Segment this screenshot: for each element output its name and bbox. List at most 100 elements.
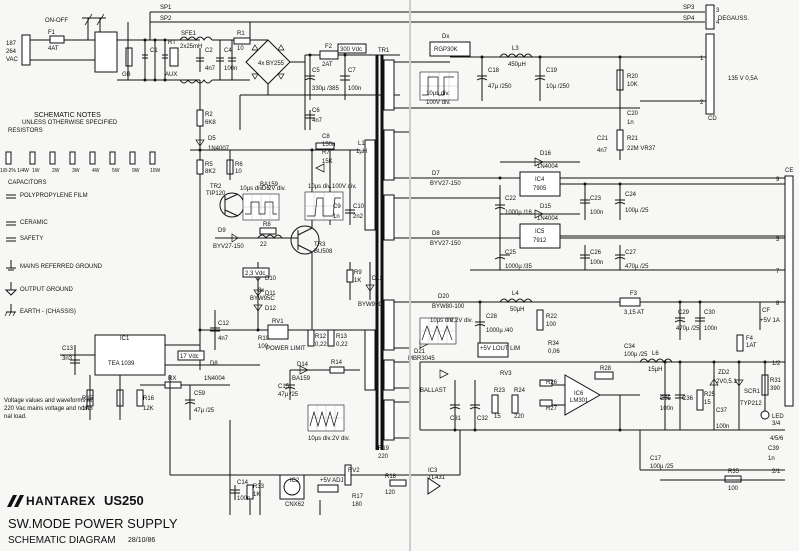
label-d16: D16 bbox=[540, 151, 552, 157]
label-r26: R26 bbox=[546, 380, 558, 386]
osc2-line1: 10µs div. bbox=[308, 184, 332, 190]
label-c27-value: 470µ /25 bbox=[625, 264, 649, 270]
label-d13: D13 bbox=[372, 276, 384, 282]
label-tr2-part: TIP120 bbox=[206, 191, 226, 197]
label-r12: R12 bbox=[315, 334, 327, 340]
label-sp4: SP4 bbox=[683, 16, 695, 22]
label-tr3: TR3 bbox=[314, 242, 326, 248]
label-r28: R28 bbox=[600, 366, 612, 372]
osc4-line1: 10µs div. bbox=[430, 318, 454, 324]
label-c14-value: 100n bbox=[237, 496, 250, 502]
label-ballast: BALLAST bbox=[420, 388, 447, 394]
label-c22-value: 1000µ /16 bbox=[505, 210, 532, 216]
tag-300vdc-box bbox=[337, 43, 367, 54]
label-l1-value: 1µH bbox=[356, 149, 367, 155]
label-limit: +5V LOUT LIM bbox=[480, 346, 520, 352]
notes-capacitors: CAPACITORS bbox=[8, 180, 47, 186]
label-tr3-part: BU508 bbox=[314, 249, 333, 255]
label-cf-value: +5V 1A bbox=[760, 318, 780, 324]
label-power-limit: POWER LIMIT bbox=[266, 346, 306, 352]
label-c59: C59 bbox=[194, 391, 206, 397]
label-rv2: RV2 bbox=[348, 468, 360, 474]
osc3-line2: 100V div. bbox=[426, 100, 451, 106]
label-c21: C21 bbox=[597, 136, 609, 142]
label-f4-value: 1AT bbox=[746, 343, 757, 349]
label-sfe-value: 2x25mH bbox=[180, 44, 202, 50]
label-d8b: D8 bbox=[210, 361, 218, 367]
label-r20-value: 10K bbox=[627, 82, 638, 88]
label-d9-part: BYV27-150 bbox=[213, 244, 244, 250]
model-name: US250 bbox=[104, 493, 144, 508]
label-ic1: IC1 bbox=[120, 336, 130, 342]
label-d8-part: BYV27-150 bbox=[430, 241, 461, 247]
label-rv3: RV3 bbox=[500, 371, 512, 377]
osc2-line2: 100V div. bbox=[332, 184, 357, 190]
label-zd2-value: 2V0,5.1 bbox=[716, 379, 737, 385]
label-rv1: RV1 bbox=[272, 319, 284, 325]
label-d21-part: MBR3045 bbox=[408, 356, 435, 362]
output-connector-cd bbox=[705, 33, 715, 115]
label-c39-value: 1n bbox=[768, 456, 775, 462]
ground-0: MAINS REFERRED GROUND bbox=[20, 264, 103, 270]
label-r10-value: 100 bbox=[258, 344, 269, 350]
res-rating-2: 2W bbox=[52, 168, 60, 174]
label-c13-value: 3n3 bbox=[62, 356, 73, 362]
label-c32: C32 bbox=[477, 416, 489, 422]
label-f3: F3 bbox=[630, 291, 638, 297]
label-r8-value: 22 bbox=[260, 242, 267, 248]
label-135v: 135 V 0,5A bbox=[728, 76, 758, 82]
label-r5-value: 8K2 bbox=[205, 169, 216, 175]
label-r16: R16 bbox=[143, 396, 155, 402]
label-r17-value: 180 bbox=[352, 502, 363, 508]
pin-6: 3 bbox=[776, 237, 780, 243]
label-c20-value: 1n bbox=[627, 120, 634, 126]
label-c5-value: 330µ /385 bbox=[312, 86, 339, 92]
label-d5-part: 1N4007 bbox=[208, 146, 230, 152]
res-rating-1: 1W bbox=[32, 168, 40, 174]
label-c14: C14 bbox=[237, 480, 249, 486]
label-r2-value: 6K8 bbox=[205, 120, 216, 126]
label-aux: AUX bbox=[165, 72, 177, 78]
ground-1: OUTPUT GROUND bbox=[20, 287, 73, 293]
label-c12: C12 bbox=[218, 321, 230, 327]
notes-header: SCHEMATIC NOTES bbox=[34, 112, 101, 119]
junctions bbox=[143, 38, 767, 432]
label-300vdc: 300 Vdc bbox=[340, 47, 362, 53]
label-23vdc: 2,3 Vdc bbox=[245, 271, 265, 277]
label-f1: F1 bbox=[48, 30, 56, 36]
label-f4: F4 bbox=[746, 336, 754, 342]
label-d12: D12 bbox=[265, 306, 277, 312]
label-d20-part: BYW80-100 bbox=[432, 304, 465, 310]
label-ic1-part: TEA 1039 bbox=[108, 361, 135, 367]
label-d8b-part: 1N4004 bbox=[204, 376, 226, 382]
label-r35: R35 bbox=[728, 469, 740, 475]
label-d11: D11 bbox=[265, 291, 276, 297]
label-c21-value: 4n7 bbox=[597, 148, 608, 154]
label-d16-part: 1N4004 bbox=[537, 164, 559, 170]
label-r12-value: 0,22 bbox=[315, 342, 327, 348]
label-l6: L6 bbox=[652, 351, 659, 357]
label-c9: C9 bbox=[333, 204, 341, 210]
feedback-loop bbox=[170, 430, 785, 515]
label-r19-value: 220 bbox=[378, 454, 389, 460]
label-c35: C35 bbox=[660, 396, 672, 402]
label-r15: R15 bbox=[82, 396, 94, 402]
label-d3x-part: BYW95C bbox=[250, 296, 275, 302]
label-c4-value: 100n bbox=[224, 66, 237, 72]
cap-type-1: CERAMIC bbox=[20, 220, 48, 226]
brand-name: HANTAREX bbox=[26, 494, 96, 508]
label-f3-value: 3,15 AT bbox=[624, 310, 645, 316]
label-ic6-part: LM301 bbox=[570, 398, 589, 404]
label-c23: C23 bbox=[590, 196, 602, 202]
label-input-1: 187 bbox=[6, 41, 17, 47]
label-r33: R33 bbox=[253, 484, 265, 490]
label-onoff: ON-OFF bbox=[45, 18, 68, 24]
label-led: LED bbox=[772, 414, 784, 420]
label-c4: C4 bbox=[224, 48, 232, 54]
notes-resistors: RESISTORS bbox=[8, 128, 43, 134]
label-l1: L1 bbox=[358, 141, 365, 147]
label-r23: R23 bbox=[494, 388, 506, 394]
notes-cap-symbols bbox=[4, 194, 18, 317]
waveform-note-3: nal load. bbox=[4, 414, 27, 420]
